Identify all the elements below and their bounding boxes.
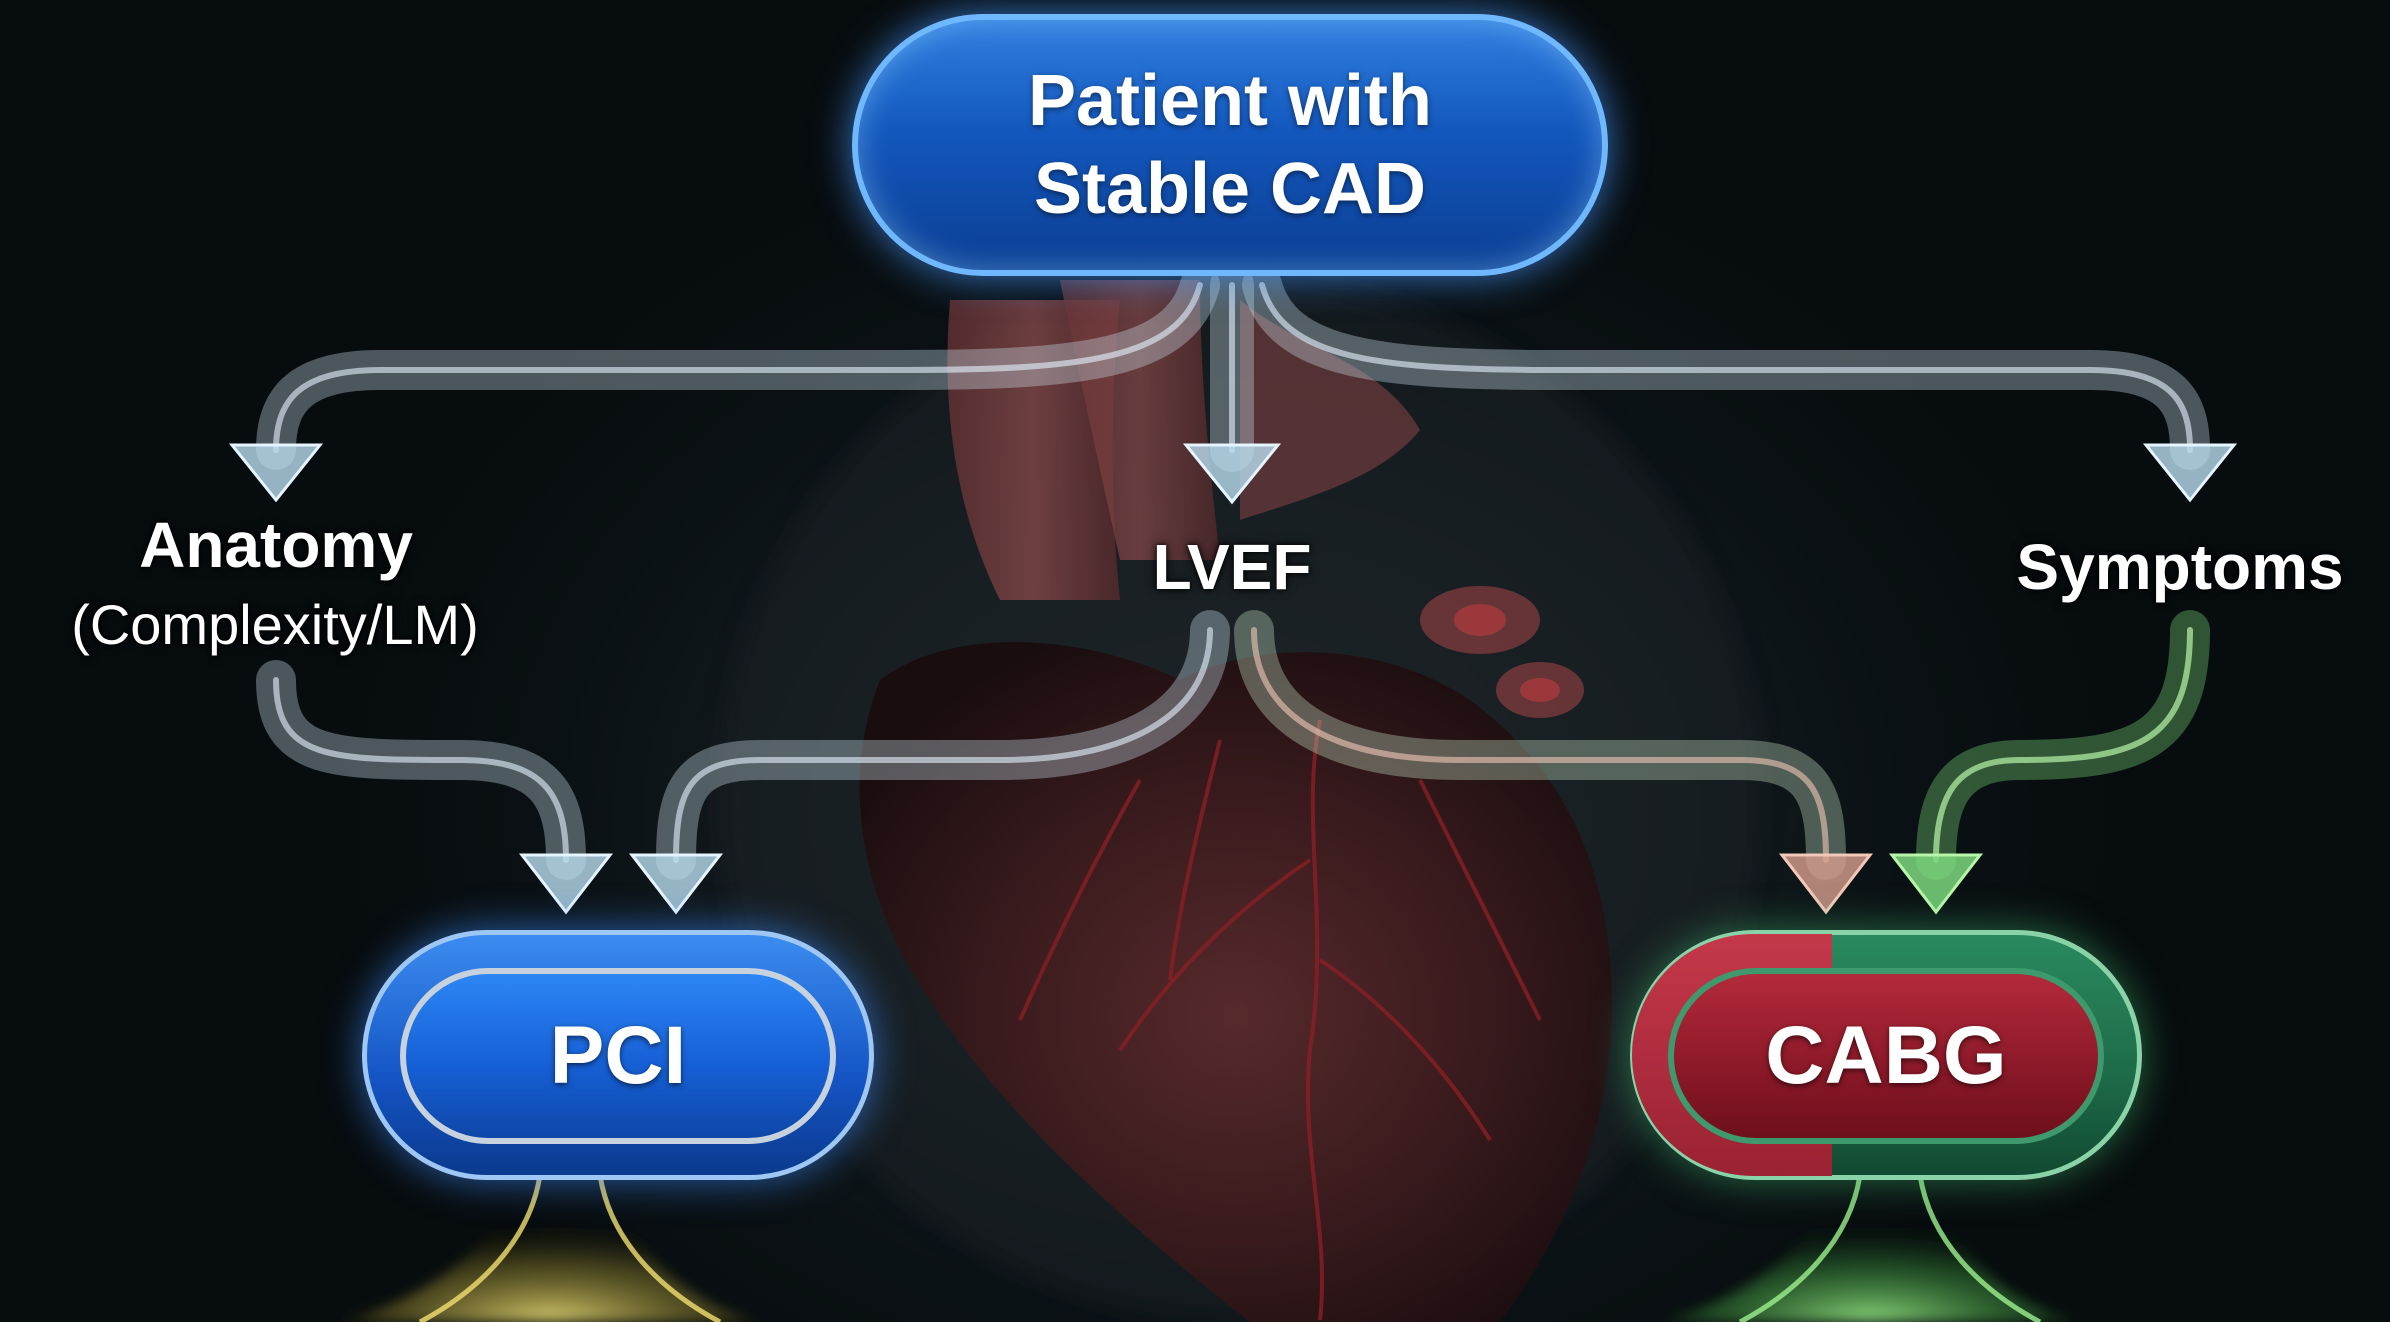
factor-anatomy-title: Anatomy [96, 508, 456, 582]
root-node-patient: Patient with Stable CAD [852, 14, 1608, 276]
outcome-cabg-node: CABG [1668, 968, 2104, 1144]
root-node-line1: Patient with [1028, 57, 1432, 145]
arrowhead-anatomy [232, 445, 320, 500]
root-to-factor-arrows [276, 285, 2190, 450]
factor-anatomy-subtitle: (Complexity/LM) [10, 592, 540, 658]
factor-symptoms-title: Symptoms [1980, 530, 2380, 604]
arrowhead-anatomy-pci [522, 855, 610, 912]
cabg-glow [1660, 1175, 2080, 1322]
arrow-symptoms-to-cabg [1936, 630, 2190, 860]
outcome-cabg-label: CABG [1765, 1009, 2006, 1103]
outcome-pci-node: PCI [400, 968, 836, 1144]
arrowhead-lvef-pci [632, 855, 720, 912]
arrowhead-symptoms-cabg [1892, 855, 1980, 912]
arrow-anatomy-to-pci [276, 680, 566, 860]
factor-lvef-title: LVEF [1092, 530, 1372, 604]
arrowhead-symptoms [2146, 445, 2234, 500]
pci-glow [340, 1175, 760, 1322]
arrowhead-lvef-cabg [1782, 855, 1870, 912]
root-node-line2: Stable CAD [1034, 145, 1426, 233]
outcome-pci-label: PCI [550, 1009, 687, 1103]
root-arrowheads [232, 445, 2234, 502]
